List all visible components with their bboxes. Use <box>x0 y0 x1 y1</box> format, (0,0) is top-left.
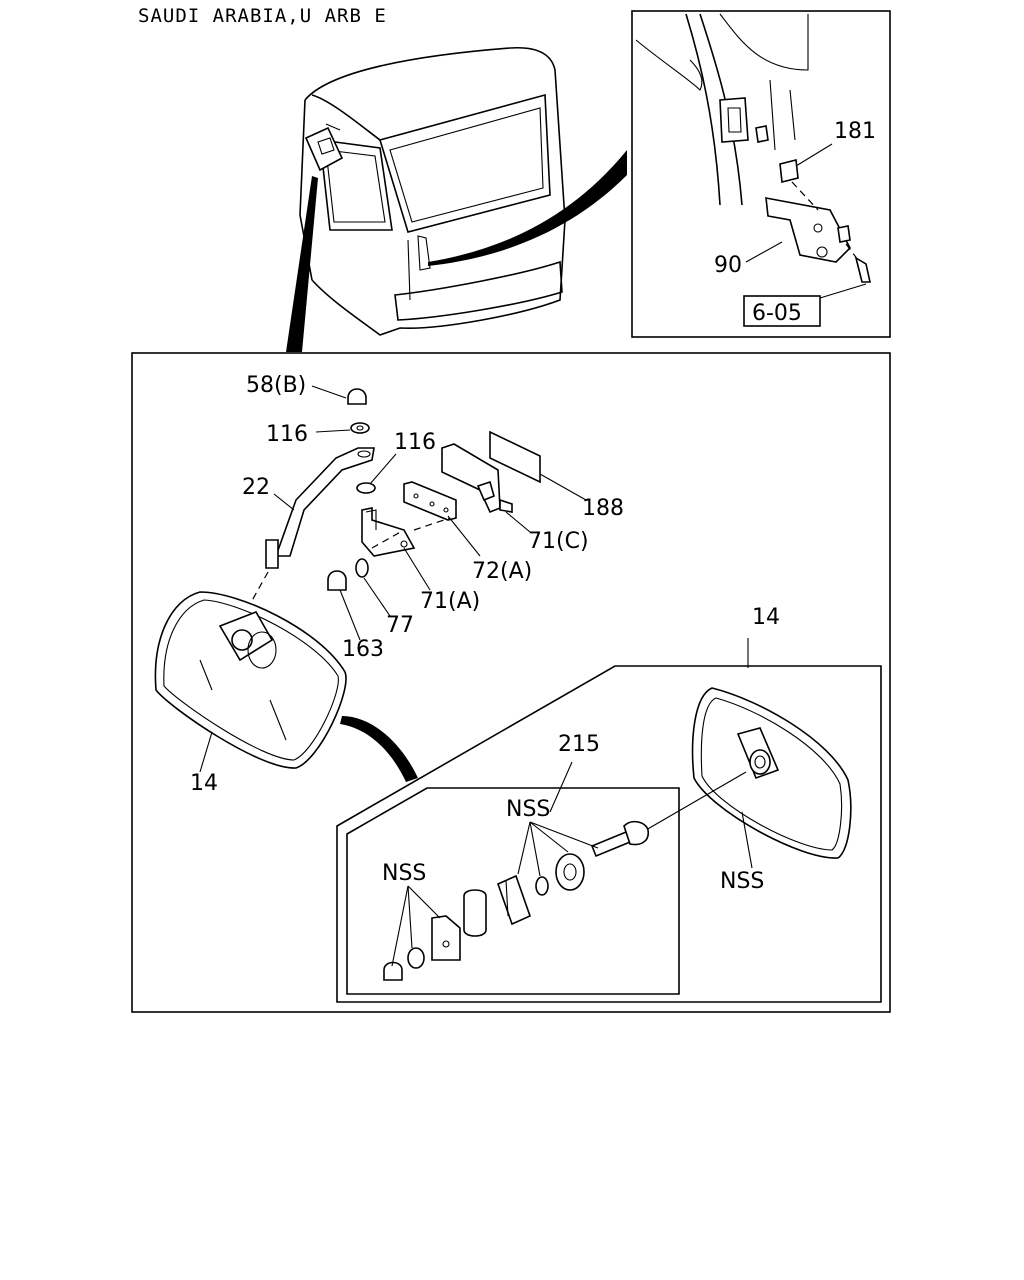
truck-cab-illustration <box>286 46 627 352</box>
mirror-arm-22 <box>274 447 375 557</box>
cap-nut-163 <box>327 570 347 591</box>
mirror-14-right <box>691 687 852 869</box>
callout-116-top: 116 <box>266 422 308 447</box>
inset-leader <box>340 716 418 782</box>
callout-72a: 72(A) <box>472 559 532 584</box>
callout-181: 181 <box>834 119 876 144</box>
bracket-71a <box>361 507 416 557</box>
inset-frame <box>336 665 882 1003</box>
callout-22: 22 <box>242 475 270 500</box>
main-frame <box>131 352 891 1013</box>
mirror-arm-assembly <box>229 385 587 641</box>
callout-71c: 71(C) <box>528 529 589 554</box>
mirror-mount-hardware <box>383 771 747 981</box>
reference-6-05: 6-05 <box>752 301 802 326</box>
callout-77: 77 <box>386 613 414 638</box>
callout-14-right: 14 <box>752 605 780 630</box>
pad-188 <box>489 430 541 484</box>
washer-116-top <box>350 422 370 434</box>
clip-181 <box>779 159 799 183</box>
plate-72a <box>403 481 457 521</box>
callout-14-left: 14 <box>190 771 218 796</box>
mirror-14-left <box>154 591 347 773</box>
callout-nss-top: NSS <box>506 797 550 822</box>
callout-188: 188 <box>582 496 624 521</box>
header-title: SAUDI ARABIA,U ARB E <box>138 5 387 27</box>
bracket-90 <box>765 197 851 263</box>
callout-90: 90 <box>714 253 742 278</box>
callout-58b: 58(B) <box>246 373 306 398</box>
callout-nss-right: NSS <box>720 869 764 894</box>
washer-77 <box>355 558 369 578</box>
callout-nss-left: NSS <box>382 861 426 886</box>
hinge-bracket-detail <box>635 13 871 299</box>
callout-163: 163 <box>342 637 384 662</box>
reference-box <box>743 295 821 327</box>
cap-nut-58b <box>347 388 367 405</box>
callout-215: 215 <box>558 732 600 757</box>
callout-71a: 71(A) <box>420 589 480 614</box>
hinge-detail-frame <box>631 10 891 338</box>
washer-116-mid <box>356 482 376 494</box>
callout-116-mid: 116 <box>394 430 436 455</box>
inset-subframe <box>346 787 680 995</box>
bolt <box>854 256 871 283</box>
